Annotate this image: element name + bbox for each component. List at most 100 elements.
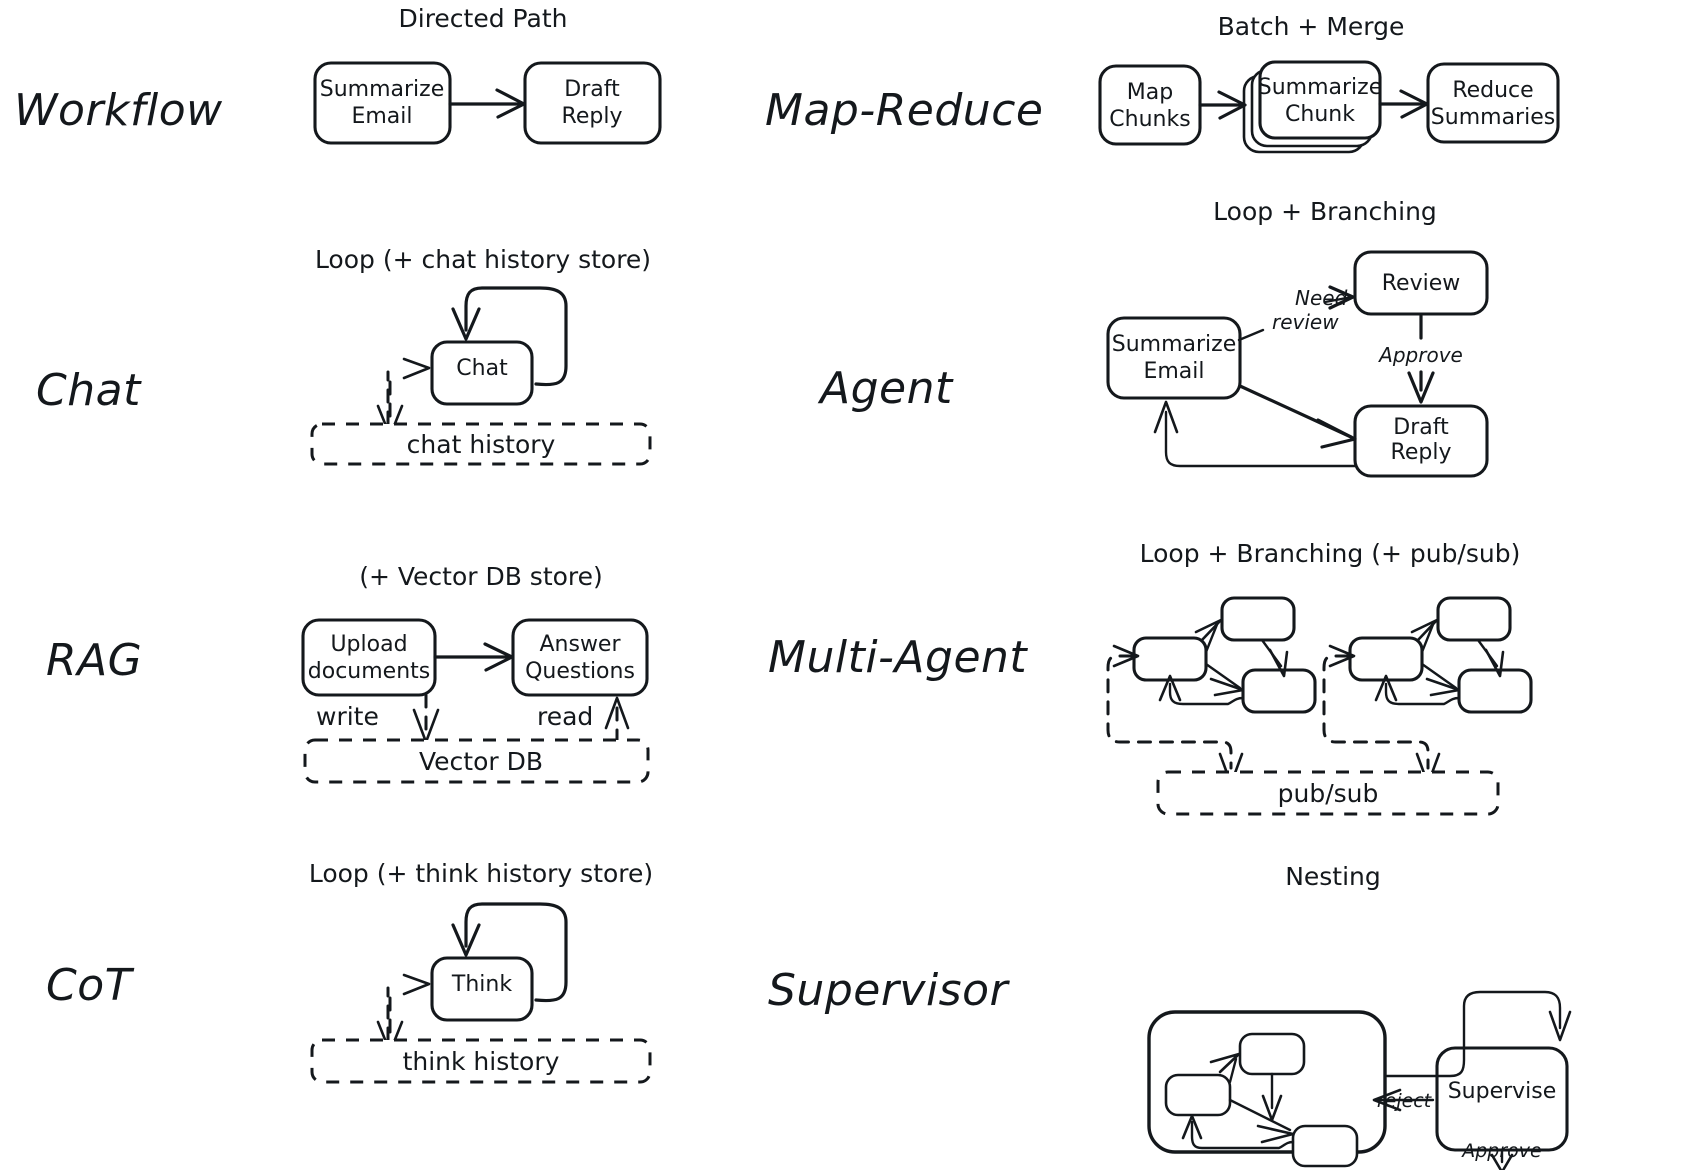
arrowhead-chat-self-loop	[451, 307, 481, 341]
node-supervise-label: Supervise	[1448, 1079, 1557, 1104]
arrowhead-ma2-c-to-a	[1374, 674, 1398, 702]
node-agent-review[interactable]	[1353, 250, 1489, 316]
node-upload-line1: Upload	[330, 632, 407, 657]
node-sup-c[interactable]	[1291, 1124, 1359, 1168]
node-reduce-summaries-line2: Summaries	[1431, 105, 1555, 130]
arrowhead-supervise-approve	[1490, 1153, 1514, 1170]
edge-sup-c-to-a	[1190, 1120, 1295, 1150]
node-chat-label: Chat	[456, 356, 508, 381]
caption-batch-merge: Batch + Merge	[1218, 12, 1405, 41]
caption-loop-branching: Loop + Branching	[1213, 197, 1437, 226]
edge-chat-self-loop	[464, 286, 568, 387]
node-summarize-email[interactable]	[313, 61, 452, 145]
node-ma2-b[interactable]	[1436, 596, 1512, 642]
node-ma2-a[interactable]	[1348, 636, 1424, 682]
arrowhead-ma2-a-to-c	[1425, 677, 1461, 697]
edge-label-approve: Approve	[1377, 343, 1463, 367]
arrowhead-summarize-to-draft-agent	[1316, 418, 1357, 449]
caption-vector-db-store: (+ Vector DB store)	[359, 562, 603, 591]
edge-ma2-a-to-c	[1420, 662, 1458, 690]
arrowhead-read	[604, 696, 630, 730]
store-vector-db-label: Vector DB	[419, 747, 543, 776]
arrowhead-reject	[1372, 1088, 1402, 1112]
caption-loop-chat: Loop (+ chat history store)	[315, 245, 651, 274]
arrowhead-ma1-a-to-c	[1209, 677, 1245, 697]
arrowhead-map-to-summarize	[1217, 90, 1247, 120]
store-pub-sub[interactable]	[1156, 770, 1500, 816]
caption-loop-think: Loop (+ think history store)	[309, 859, 653, 888]
node-reduce-summaries-line1: Reduce	[1452, 78, 1533, 103]
row-label-chat: Chat	[36, 365, 142, 416]
store-vector-db[interactable]	[303, 738, 650, 784]
arrowhead-sup-a-to-b	[1209, 1052, 1241, 1074]
caption-loop-branching-pubsub: Loop + Branching (+ pub/sub)	[1140, 539, 1521, 568]
node-think[interactable]	[430, 956, 534, 1022]
node-ma1-b[interactable]	[1220, 596, 1296, 642]
node-summarize-email-line2: Email	[351, 104, 412, 129]
node-upload-line2: documents	[308, 659, 430, 684]
node-draft-reply[interactable]	[523, 61, 662, 145]
node-summarize-email-line1: Summarize	[320, 77, 445, 102]
node-agent-summarize-email[interactable]	[1106, 316, 1242, 400]
row-label-rag: RAG	[46, 635, 142, 686]
node-ma2-c[interactable]	[1457, 668, 1533, 714]
arrowhead-pubsub-to-ma1	[1112, 644, 1140, 668]
arrowhead-think-self-loop	[451, 923, 481, 957]
row-label-cot: CoT	[46, 960, 135, 1011]
edge-need-review	[1237, 328, 1265, 342]
group-nested-agent[interactable]	[1147, 1010, 1387, 1154]
node-agent-draft-reply[interactable]	[1353, 404, 1489, 478]
node-ma1-a[interactable]	[1132, 636, 1208, 682]
store-chat-history[interactable]	[310, 422, 652, 466]
row-label-agent: Agent	[817, 363, 954, 414]
row-label-supervisor: Supervisor	[768, 965, 1011, 1016]
arrowhead-pubsub-to-ma2	[1328, 644, 1356, 668]
arrowhead-think-history-read	[402, 973, 431, 996]
arrowhead-group-to-supervise	[1548, 1010, 1572, 1042]
node-map-chunks[interactable]	[1098, 64, 1202, 146]
edge-label-read: read	[537, 702, 593, 731]
edge-sup-a-to-b	[1228, 1057, 1238, 1084]
node-agent-summarize-line2: Email	[1143, 359, 1204, 384]
arrowhead-ma2-a-to-b	[1410, 618, 1439, 642]
edge-need-review-tail	[1323, 295, 1354, 304]
node-agent-summarize-line1: Summarize	[1112, 332, 1237, 357]
node-map-chunks-line1: Map	[1127, 80, 1173, 105]
arrowhead-draft-feedback	[1153, 400, 1179, 434]
edge-think-self-loop	[464, 902, 568, 1003]
edge-group-to-supervise	[1385, 990, 1562, 1078]
arrowhead-ma1-c-to-a	[1158, 674, 1182, 702]
edge-ma1-c-to-a	[1168, 682, 1245, 706]
arrowhead-summarize-to-draft	[495, 88, 526, 119]
arrowhead-sup-c-to-a	[1181, 1114, 1203, 1140]
row-label-workflow: Workflow	[14, 85, 223, 136]
caption-directed-path: Directed Path	[399, 4, 568, 33]
store-think-history-label: think history	[403, 1047, 560, 1076]
arrowhead-ma1-b-to-c	[1268, 648, 1289, 678]
arrowhead-upload-to-answer	[483, 642, 514, 672]
arrowhead-ma1-a-to-b	[1194, 618, 1223, 642]
edge-ma2-c-to-a	[1384, 682, 1461, 706]
node-summarize-chunk-line2: Chunk	[1285, 102, 1355, 127]
store-think-history[interactable]	[310, 1038, 652, 1084]
node-draft-reply-line2: Reply	[562, 104, 623, 129]
node-agent-draft-line2: Reply	[1391, 440, 1452, 465]
arrowhead-ma2-b-to-c	[1484, 648, 1505, 678]
node-sup-a[interactable]	[1164, 1073, 1232, 1117]
arrowhead-chat-history-read	[402, 357, 431, 380]
node-reduce-summaries[interactable]	[1426, 62, 1560, 144]
node-summarize-chunk-line1: Summarize	[1258, 75, 1383, 100]
node-summarize-chunk[interactable]	[1258, 60, 1382, 140]
edge-ma2-to-pubsub	[1322, 654, 1430, 770]
node-chat[interactable]	[430, 340, 534, 406]
arrowhead-summarize-to-reduce	[1399, 89, 1429, 119]
row-label-map-reduce: Map-Reduce	[765, 85, 1043, 136]
node-map-chunks-line2: Chunks	[1109, 107, 1190, 132]
node-answer-line1: Answer	[539, 632, 621, 657]
node-agent-draft-line1: Draft	[1393, 415, 1449, 440]
node-ma1-c[interactable]	[1241, 668, 1317, 714]
edge-sup-a-to-c	[1228, 1098, 1292, 1132]
edge-label-review: review	[1272, 310, 1339, 334]
node-sup-b[interactable]	[1238, 1032, 1306, 1076]
